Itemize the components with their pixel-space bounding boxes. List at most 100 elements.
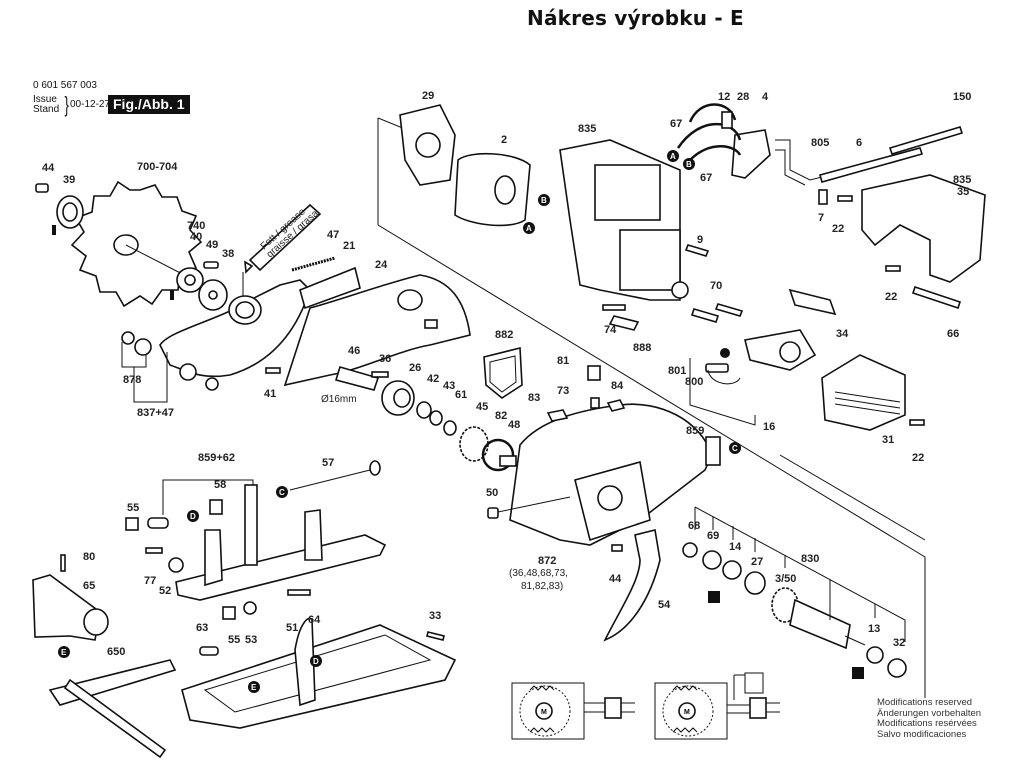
callout-740: 740 (187, 220, 205, 232)
callout-81: 81 (557, 355, 569, 367)
modifications-fr: Modifications resérvées (877, 718, 977, 729)
stand-label: Stand (33, 104, 60, 115)
modifications-es: Salvo modificaciones (877, 728, 967, 740)
wiring-diagram-1 (511, 682, 635, 740)
issue-date: 00-12-27 (70, 99, 111, 110)
callout-39: 39 (63, 174, 75, 186)
callout-labels: 29 2 835 12 28 4 150 67 67 805 6 835 35 … (42, 90, 971, 658)
stator-2 (454, 152, 531, 227)
callout-36: 36 (379, 353, 391, 365)
callout-9: 9 (697, 234, 703, 246)
callout-33: 33 (429, 610, 441, 622)
plate-21 (299, 266, 361, 310)
callout-801: 801 (668, 365, 686, 377)
issue-label: Issue (33, 94, 57, 105)
callout-29: 29 (422, 90, 434, 102)
gasket-882 (483, 346, 523, 399)
washers-878 (121, 331, 219, 391)
plate-9 (684, 244, 710, 257)
screw-22c (909, 419, 925, 426)
brush-holder-assembly (705, 329, 817, 385)
callout-872: 872 (538, 555, 556, 567)
callout-805: 805 (811, 137, 829, 149)
svg-text:E: E (251, 683, 257, 692)
callout-2: 2 (501, 134, 507, 146)
callout-58: 58 (214, 479, 226, 491)
callout-83: 83 (528, 392, 540, 404)
bearing-tool-icon (708, 591, 720, 603)
spacer-53 (243, 601, 257, 615)
callout-54: 54 (658, 599, 671, 611)
callout-6: 6 (856, 137, 862, 149)
callout-80: 80 (83, 551, 95, 563)
wing-nut-55b (222, 606, 236, 620)
strip-70b (714, 303, 744, 317)
svg-text:C: C (279, 488, 285, 497)
ring-42 (416, 401, 432, 419)
lever-54 (603, 529, 661, 642)
motor-housing-835 (559, 139, 689, 301)
callout-16: 16 (763, 421, 775, 433)
callout-52: 52 (159, 585, 171, 597)
base-plate (181, 624, 457, 729)
pin-48 (499, 455, 517, 467)
fan-baffle-29 (399, 104, 456, 186)
callout-67b: 67 (700, 172, 712, 184)
callout-49: 49 (206, 239, 218, 251)
callout-38: 38 (222, 248, 234, 260)
callout-47: 47 (327, 229, 339, 241)
callout-32: 32 (893, 637, 905, 649)
svg-text:B: B (686, 160, 692, 169)
callout-61: 61 (455, 389, 467, 401)
callout-74: 74 (604, 324, 617, 336)
arbor-46 (334, 366, 380, 391)
svg-text:A: A (670, 152, 676, 161)
callout-55b: 55 (228, 634, 240, 646)
callout-69: 69 (707, 530, 719, 542)
callout-84: 84 (611, 380, 624, 392)
callout-3-50: 3/50 (775, 573, 796, 585)
marker-c-1: C (729, 442, 741, 454)
marker-b-2: B (683, 158, 695, 170)
flange-38 (198, 279, 228, 311)
callout-21: 21 (343, 240, 355, 252)
dust-port-65 (32, 574, 109, 641)
gear-housing-872 (509, 403, 713, 546)
ring-43 (429, 410, 443, 426)
lower-guard (159, 279, 311, 378)
callout-22c: 22 (912, 452, 924, 464)
armature-830 (771, 587, 866, 650)
handle-835 (861, 174, 986, 283)
callout-77: 77 (144, 575, 156, 587)
screw-41 (265, 367, 281, 374)
ring-27 (744, 571, 766, 595)
callout-35: 35 (957, 186, 969, 198)
seal-83 (546, 409, 569, 422)
flange-40 (170, 267, 204, 300)
page-title: Nákres výrobku - E (527, 6, 744, 30)
modifications-en: Modifications reserved (877, 697, 973, 708)
callout-888: 888 (633, 342, 651, 354)
plug-81 (587, 365, 601, 381)
flange-39 (35, 183, 84, 235)
wing-nut-55a (125, 517, 139, 531)
bearing-14 (722, 560, 742, 580)
marker-d-1: D (187, 510, 199, 522)
screw-22b (885, 265, 901, 272)
pin-33 (426, 631, 445, 641)
callout-150: 150 (953, 91, 971, 103)
svg-text:D: D (190, 512, 196, 521)
callout-53: 53 (245, 634, 257, 646)
clamp-58 (209, 499, 223, 515)
screw-22a (837, 195, 853, 202)
callout-66: 66 (947, 328, 959, 340)
screw-44b (611, 544, 623, 552)
bearing-tool-icon-2 (852, 667, 864, 679)
bearing-69 (702, 550, 722, 570)
callout-27: 27 (751, 556, 763, 568)
seal-84 (606, 399, 626, 412)
callout-44b: 44 (609, 573, 622, 585)
callout-26: 26 (409, 362, 421, 374)
modifications-notice: Modifications reserved Änderungen vorbeh… (877, 697, 981, 740)
